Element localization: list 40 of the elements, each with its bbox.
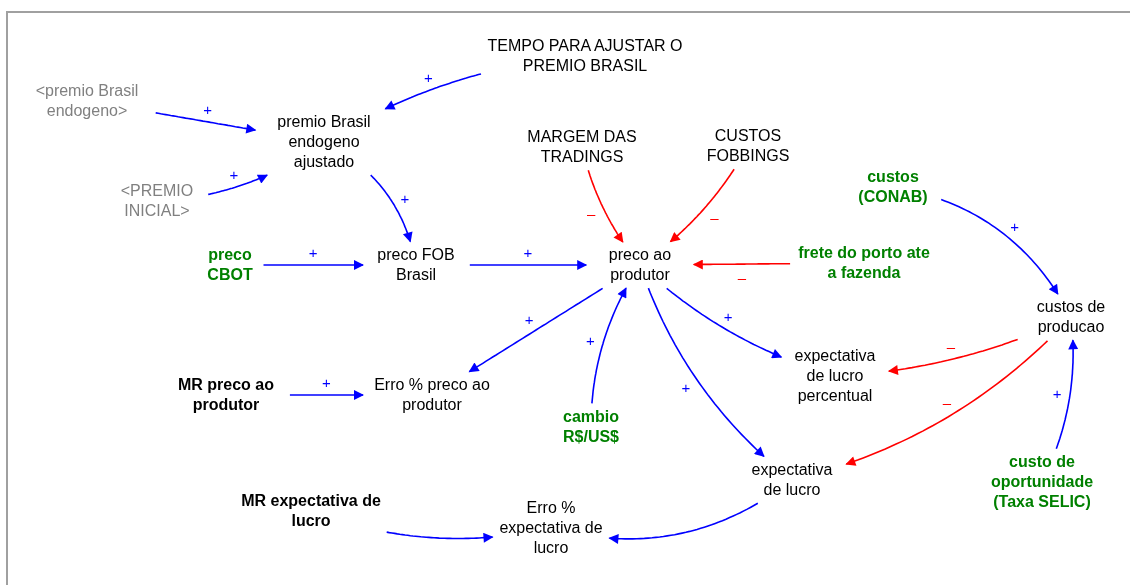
variable-label: Erro % preco ao produtor	[373, 375, 491, 415]
variable-label: CUSTOS FOBBINGS	[705, 126, 791, 166]
variable-label: MR preco ao produtor	[177, 375, 275, 415]
variable-label: Erro % expectativa de lucro	[498, 498, 604, 558]
variable-label: MR expectativa de lucro	[240, 491, 382, 531]
arrow	[587, 169, 624, 243]
variable-label: <premio Brasil endogeno>	[34, 81, 140, 121]
arrow	[608, 502, 759, 544]
arrow	[207, 174, 268, 196]
variable-label: expectativa de lucro	[750, 460, 834, 500]
arrow	[940, 198, 1059, 295]
arrow	[369, 174, 413, 243]
arrow	[468, 287, 604, 373]
arrow	[262, 260, 364, 270]
arrow	[845, 340, 1049, 466]
variable-label: expectativa de lucro percentual	[793, 346, 877, 406]
variable-label: custos (CONAB)	[857, 167, 929, 207]
arrow	[647, 287, 765, 458]
arrow	[692, 259, 791, 270]
arrow	[385, 531, 494, 543]
variable-label: custo de oportunidade (Taxa SELIC)	[989, 452, 1095, 512]
arrow	[665, 287, 783, 359]
variable-label: <PREMIO INICIAL>	[119, 181, 195, 221]
variable-label: preco FOB Brasil	[376, 245, 456, 285]
arrow	[887, 338, 1019, 375]
arrow	[669, 168, 735, 243]
arrow	[154, 112, 257, 134]
arrow	[591, 287, 627, 405]
arrow	[384, 73, 482, 110]
variable-label: TEMPO PARA AJUSTAR O PREMIO BRASIL	[486, 36, 684, 76]
variable-label: custos de producao	[1035, 297, 1107, 337]
variable-label: MARGEM DAS TRADINGS	[526, 127, 638, 167]
variable-label: preco CBOT	[206, 245, 254, 285]
variable-label: premio Brasil endogeno ajustado	[276, 112, 372, 172]
variable-label: frete do porto ate a fazenda	[797, 243, 931, 283]
arrow	[289, 390, 364, 400]
arrow	[469, 260, 588, 270]
variable-label: preco ao produtor	[607, 245, 673, 285]
arrow	[1055, 339, 1079, 450]
variable-label: cambio R$/US$	[562, 407, 620, 447]
